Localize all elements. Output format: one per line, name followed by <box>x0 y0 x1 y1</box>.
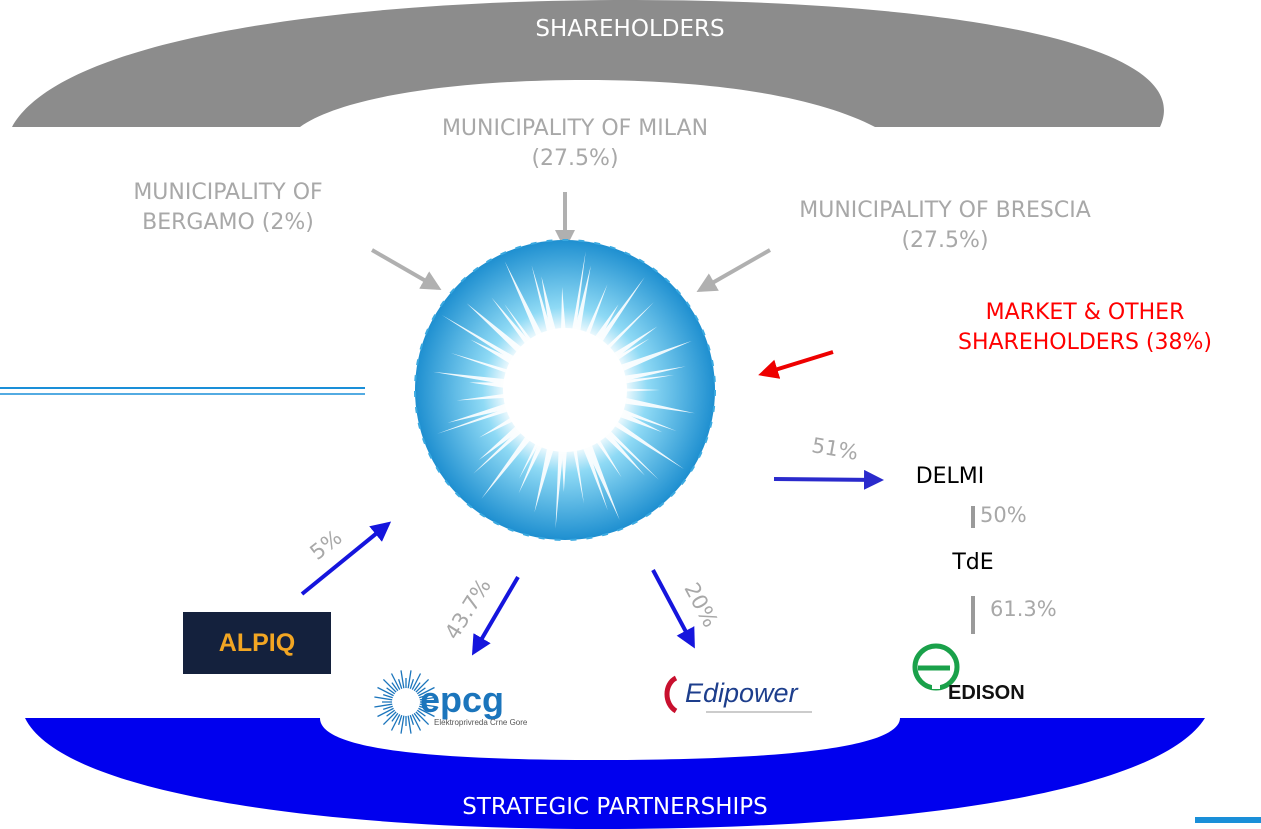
edipower-logo-text: Edipower <box>685 678 798 708</box>
shareholders-label: SHAREHOLDERS <box>535 16 725 42</box>
arrow-alpiq <box>300 521 392 596</box>
epcg-logo-text: epcg <box>420 679 505 720</box>
epcg-logo-mark <box>374 670 438 734</box>
arrow-epcg <box>471 575 520 656</box>
edison-logo-text: EDISON <box>948 682 1025 704</box>
accent-bar <box>1195 817 1261 823</box>
label-delmi: DELMI <box>915 464 985 489</box>
pct-edison: 61.3% <box>990 597 1057 621</box>
arrow-market <box>758 350 834 379</box>
arrow-bergamo <box>371 248 442 290</box>
edison-logo-mark <box>912 643 960 691</box>
edipower-logo-mark <box>664 675 812 714</box>
connector-tde-edison <box>971 596 975 634</box>
alpiq-logo <box>183 612 331 674</box>
partnerships-label: STRATEGIC PARTNERSHIPS <box>462 794 768 820</box>
label-brescia: MUNICIPALITY OF BRESCIA (27.5%) <box>799 198 1091 253</box>
label-market: MARKET & OTHER SHAREHOLDERS (38%) <box>957 300 1212 355</box>
label-tde: TdE <box>952 550 994 575</box>
alpiq-logo-text: ALPIQ <box>218 629 296 657</box>
arrow-brescia <box>696 248 771 292</box>
shareholders-band <box>12 0 1164 127</box>
a2a-starburst-logo <box>414 239 716 541</box>
label-bergamo: MUNICIPALITY OF BERGAMO (2%) <box>133 180 323 235</box>
partnerships-band <box>25 718 1205 829</box>
label-milan: MUNICIPALITY OF MILAN (27.5%) <box>441 116 709 171</box>
epcg-logo-subtext: Elektroprivreda Crne Gore <box>434 718 528 727</box>
connector-delmi-tde <box>971 506 975 528</box>
arrow-edipower <box>651 569 695 649</box>
arrow-delmi <box>773 469 884 490</box>
pct-tde: 50% <box>980 503 1027 527</box>
